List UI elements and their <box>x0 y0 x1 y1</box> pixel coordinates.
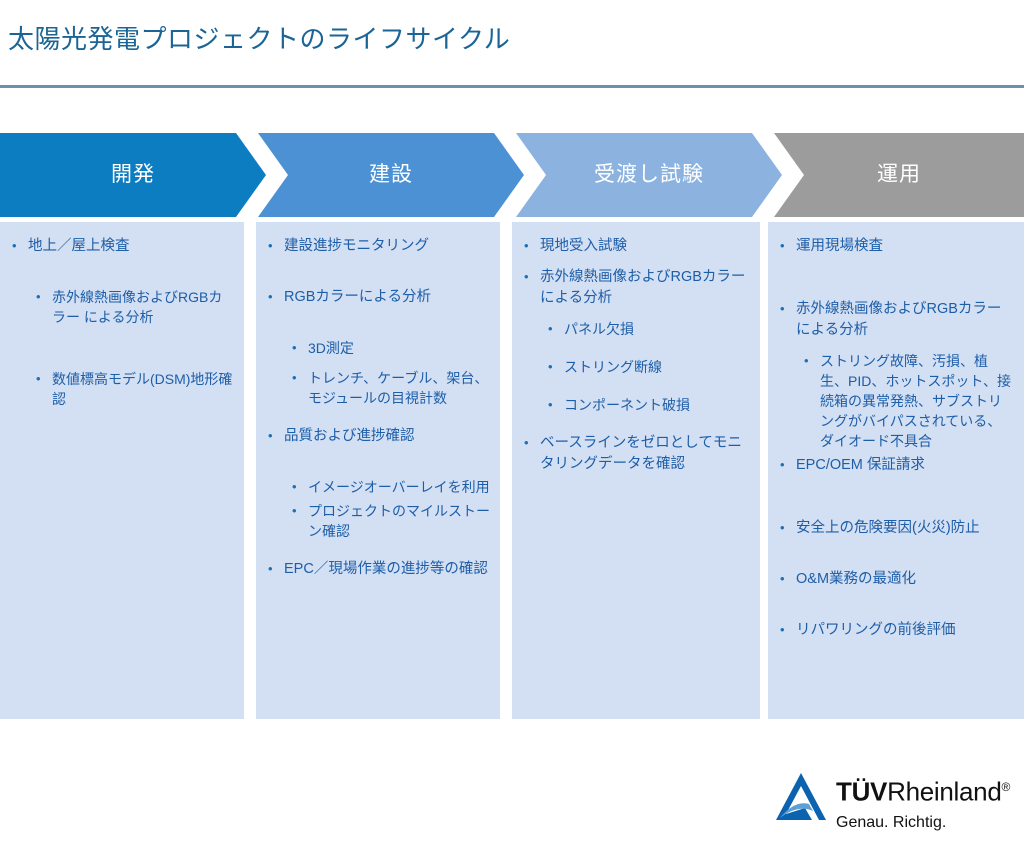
bullet-text: 品質および進捗確認 <box>284 428 415 444</box>
bullet-text: コンポーネント破損 <box>564 397 690 413</box>
panel-operation: 運用現場検査赤外線熱画像およびRGBカラーによる分析ストリング故障、汚損、植生、… <box>768 222 1024 719</box>
phase-label-development: 開発 <box>111 163 155 186</box>
bullet-list-construction: 建設進捗モニタリング RGBカラーによる分析 3D測定トレンチ、ケーブル、架台、モジ… <box>262 235 490 580</box>
phase-chevron-commissioning[interactable]: 受渡し試験 <box>516 133 782 217</box>
bullet-level2: プロジェクトのマイルストーン確認 <box>284 500 490 541</box>
bullet-text: トレンチ、ケーブル、架台、モジュールの目視計数 <box>308 370 489 406</box>
bullet-level2: イメージオーバーレイを利用 <box>284 476 490 497</box>
bullet-level1: ベースラインをゼロとしてモニタリングデータを確認 <box>518 432 750 475</box>
bullet-sublist: パネル欠損ストリング断線コンポーネント破損 <box>540 318 750 415</box>
brand-tagline: Genau. Richtig. <box>836 813 947 831</box>
brand-logo-text: TÜVRheinland® Genau. Richtig. <box>836 772 1016 834</box>
bullet-text: ストリング故障、汚損、植生、PID、ホットスポット、接続箱の異常発熱、サブストリ… <box>820 353 1012 449</box>
bullet-level2: パネル欠損 <box>540 318 750 339</box>
bullet-text: 赤外線熱画像およびRGBカラー による分析 <box>52 289 223 325</box>
bullet-text: 建設進捗モニタリング <box>284 238 429 254</box>
bullet-text: リパワリングの前後評価 <box>796 622 956 638</box>
phase-label-commissioning: 受渡し試験 <box>594 163 704 186</box>
bullet-level1: 運用現場検査 <box>774 235 1014 257</box>
bullet-level1: EPC／現場作業の進捗等の確認 <box>262 558 490 580</box>
bullet-sublist: イメージオーバーレイを利用プロジェクトのマイルストーン確認 <box>284 476 490 541</box>
phase-label-construction: 建設 <box>369 163 413 186</box>
phase-chevron-construction[interactable]: 建設 <box>258 133 524 217</box>
bullet-text: ベースラインをゼロとしてモニタリングデータを確認 <box>540 435 742 472</box>
bullet-list-operation: 運用現場検査赤外線熱画像およびRGBカラーによる分析ストリング故障、汚損、植生、… <box>774 235 1014 641</box>
bullet-text: EPC／現場作業の進捗等の確認 <box>284 561 488 577</box>
bullet-text: 赤外線熱画像およびRGBカラーによる分析 <box>796 301 1002 338</box>
bullet-text: RGBカラーによる分析 <box>284 289 431 305</box>
bullet-level1: 赤外線熱画像およびRGBカラーによる分析 <box>774 298 1014 341</box>
bullet-level2: コンポーネント破損 <box>540 394 750 415</box>
bullet-list-development: 地上／屋上検査赤外線熱画像およびRGBカラー による分析数値標高モデル(DSM)… <box>6 235 234 409</box>
bullet-text: イメージオーバーレイを利用 <box>308 479 490 495</box>
brand-name: TÜVRheinland® <box>836 772 1016 807</box>
phase-content-panels: 地上／屋上検査赤外線熱画像およびRGBカラー による分析数値標高モデル(DSM)… <box>0 222 1024 719</box>
bullet-level2: トレンチ、ケーブル、架台、モジュールの目視計数 <box>284 367 490 408</box>
bullet-level1: EPC/OEM 保証請求 <box>774 454 1014 476</box>
bullet-level2: ストリング故障、汚損、植生、PID、ホットスポット、接続箱の異常発熱、サブストリ… <box>796 350 1014 451</box>
bullet-text: O&M業務の最適化 <box>796 571 917 587</box>
bullet-level1: 安全上の危険要因(火災)防止 <box>774 517 1014 539</box>
bullet-text: 数値標高モデル(DSM)地形確認 <box>52 371 233 407</box>
bullet-text: 安全上の危険要因(火災)防止 <box>796 520 980 536</box>
bullet-text: 赤外線熱画像およびRGBカラーによる分析 <box>540 269 746 306</box>
brand-name-regular: Rheinland <box>887 776 1002 807</box>
bullet-level1: 現地受入試験 <box>518 235 750 257</box>
bullet-level1: 赤外線熱画像およびRGBカラーによる分析 <box>518 266 750 309</box>
bullet-list-commissioning: 現地受入試験赤外線熱画像およびRGBカラーによる分析パネル欠損ストリング断線コン… <box>518 235 750 475</box>
phase-chevron-band: 開発 建設 受渡し試験 運用 <box>0 133 1024 217</box>
bullet-text: パネル欠損 <box>564 321 634 337</box>
bullet-level2: 数値標高モデル(DSM)地形確認 <box>28 368 234 409</box>
bullet-level1: 地上／屋上検査 <box>6 235 234 257</box>
bullet-text: 現地受入試験 <box>540 238 627 254</box>
bullet-sublist: 3D測定トレンチ、ケーブル、架台、モジュールの目視計数 <box>284 337 490 408</box>
bullet-level1: O&M業務の最適化 <box>774 568 1014 590</box>
phase-chevron-development[interactable]: 開発 <box>0 133 266 217</box>
registered-trademark-icon: ® <box>1001 780 1011 794</box>
brand-logo: TÜVRheinland® Genau. Richtig. <box>772 768 1016 838</box>
bullet-text: 運用現場検査 <box>796 238 883 254</box>
phase-chevron-operation[interactable]: 運用 <box>774 133 1024 217</box>
title-divider <box>0 85 1024 88</box>
panel-development: 地上／屋上検査赤外線熱画像およびRGBカラー による分析数値標高モデル(DSM)… <box>0 222 244 719</box>
panel-construction: 建設進捗モニタリング RGBカラーによる分析 3D測定トレンチ、ケーブル、架台、モジ… <box>256 222 500 719</box>
bullet-level1: 建設進捗モニタリング <box>262 235 490 257</box>
tuv-rheinland-triangle-icon <box>772 770 830 826</box>
bullet-level2: ストリング断線 <box>540 356 750 377</box>
bullet-level2: 赤外線熱画像およびRGBカラー による分析 <box>28 286 234 327</box>
page-title: 太陽光発電プロジェクトのライフサイクル <box>8 24 511 54</box>
phase-label-operation: 運用 <box>877 163 921 186</box>
brand-name-bold: TÜV <box>836 776 888 807</box>
bullet-text: プロジェクトのマイルストーン確認 <box>308 503 490 539</box>
panel-commissioning: 現地受入試験赤外線熱画像およびRGBカラーによる分析パネル欠損ストリング断線コン… <box>512 222 760 719</box>
bullet-text: EPC/OEM 保証請求 <box>796 457 925 473</box>
bullet-text: 地上／屋上検査 <box>28 238 130 254</box>
bullet-text: 3D測定 <box>308 340 354 356</box>
bullet-sublist: ストリング故障、汚損、植生、PID、ホットスポット、接続箱の異常発熱、サブストリ… <box>796 350 1014 451</box>
bullet-level1: 品質および進捗確認 <box>262 425 490 447</box>
bullet-level1: リパワリングの前後評価 <box>774 619 1014 641</box>
bullet-sublist: 赤外線熱画像およびRGBカラー による分析数値標高モデル(DSM)地形確認 <box>28 286 234 409</box>
bullet-text: ストリング断線 <box>564 359 662 375</box>
bullet-level2: 3D測定 <box>284 337 490 358</box>
bullet-level1: RGBカラーによる分析 <box>262 286 490 308</box>
